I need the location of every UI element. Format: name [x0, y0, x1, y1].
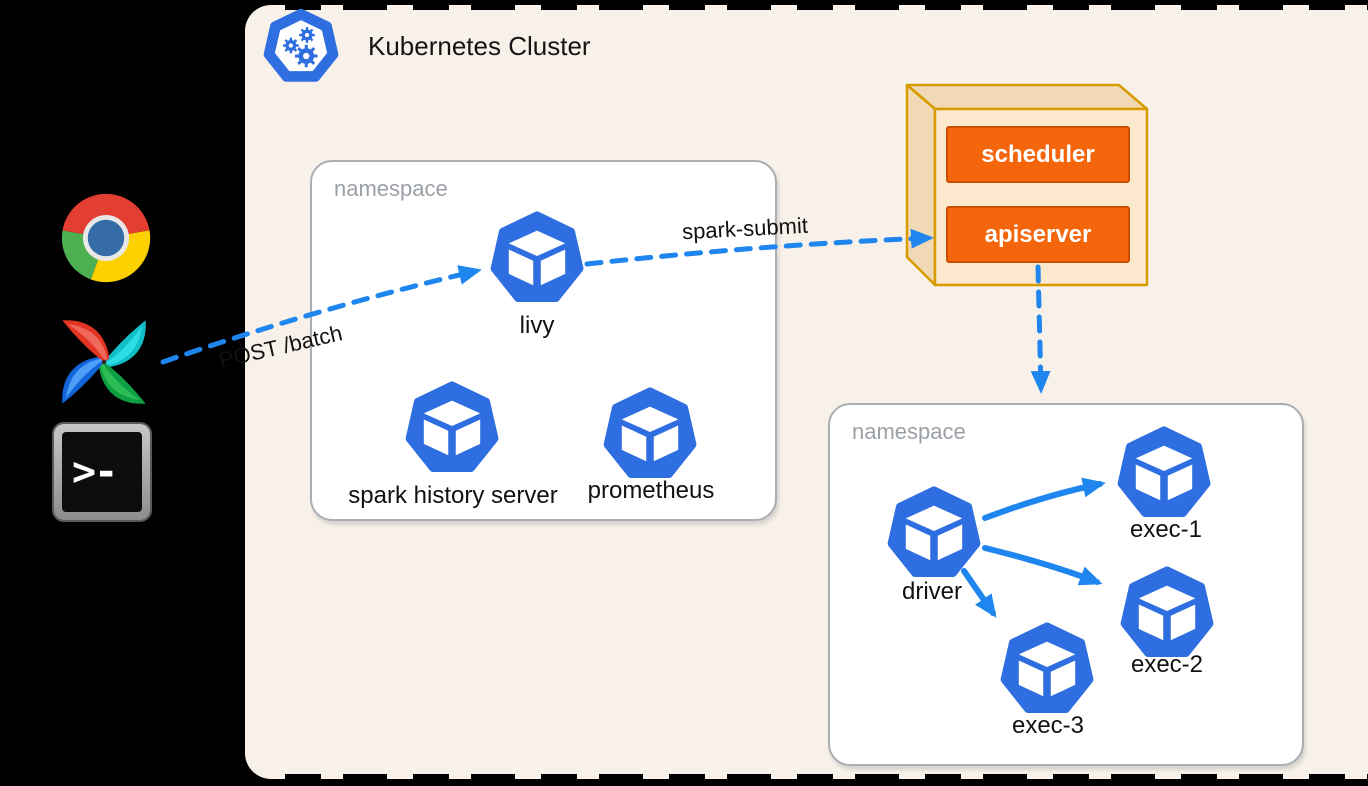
pod-spark-history-server-label: spark history server	[348, 482, 558, 509]
pod-spark-history-server-icon	[405, 380, 499, 474]
terminal-screen: >-	[62, 432, 142, 512]
pod-exec-3-label: exec-3	[1011, 712, 1085, 739]
sketch-border-top	[285, 5, 1368, 10]
pod-livy-label: livy	[519, 312, 555, 339]
kubernetes-icon	[263, 8, 339, 82]
pod-driver-icon	[887, 485, 981, 579]
pod-exec-2-label: exec-2	[1130, 651, 1204, 678]
chrome-icon	[61, 193, 151, 283]
pod-exec-2-icon	[1120, 565, 1214, 659]
sketch-border-bottom	[285, 774, 1368, 779]
namespace-1-label: namespace	[334, 176, 448, 201]
pod-prometheus-icon	[603, 386, 697, 480]
pod-livy-icon	[490, 210, 584, 304]
pod-exec-3-icon	[1000, 621, 1094, 715]
pod-exec-1-label: exec-1	[1129, 516, 1203, 543]
pod-exec-1-icon	[1117, 425, 1211, 519]
pod-prometheus-label: prometheus	[587, 477, 715, 504]
terminal-prompt: >-	[72, 449, 118, 495]
scheduler-box: scheduler	[946, 126, 1130, 183]
namespace-2-label: namespace	[852, 419, 966, 444]
airflow-icon	[62, 320, 146, 404]
pod-driver-label: driver	[901, 578, 962, 605]
apiserver-box: apiserver	[946, 206, 1130, 263]
terminal-icon: >-	[54, 424, 150, 520]
cluster-title: Kubernetes Cluster	[368, 31, 591, 61]
